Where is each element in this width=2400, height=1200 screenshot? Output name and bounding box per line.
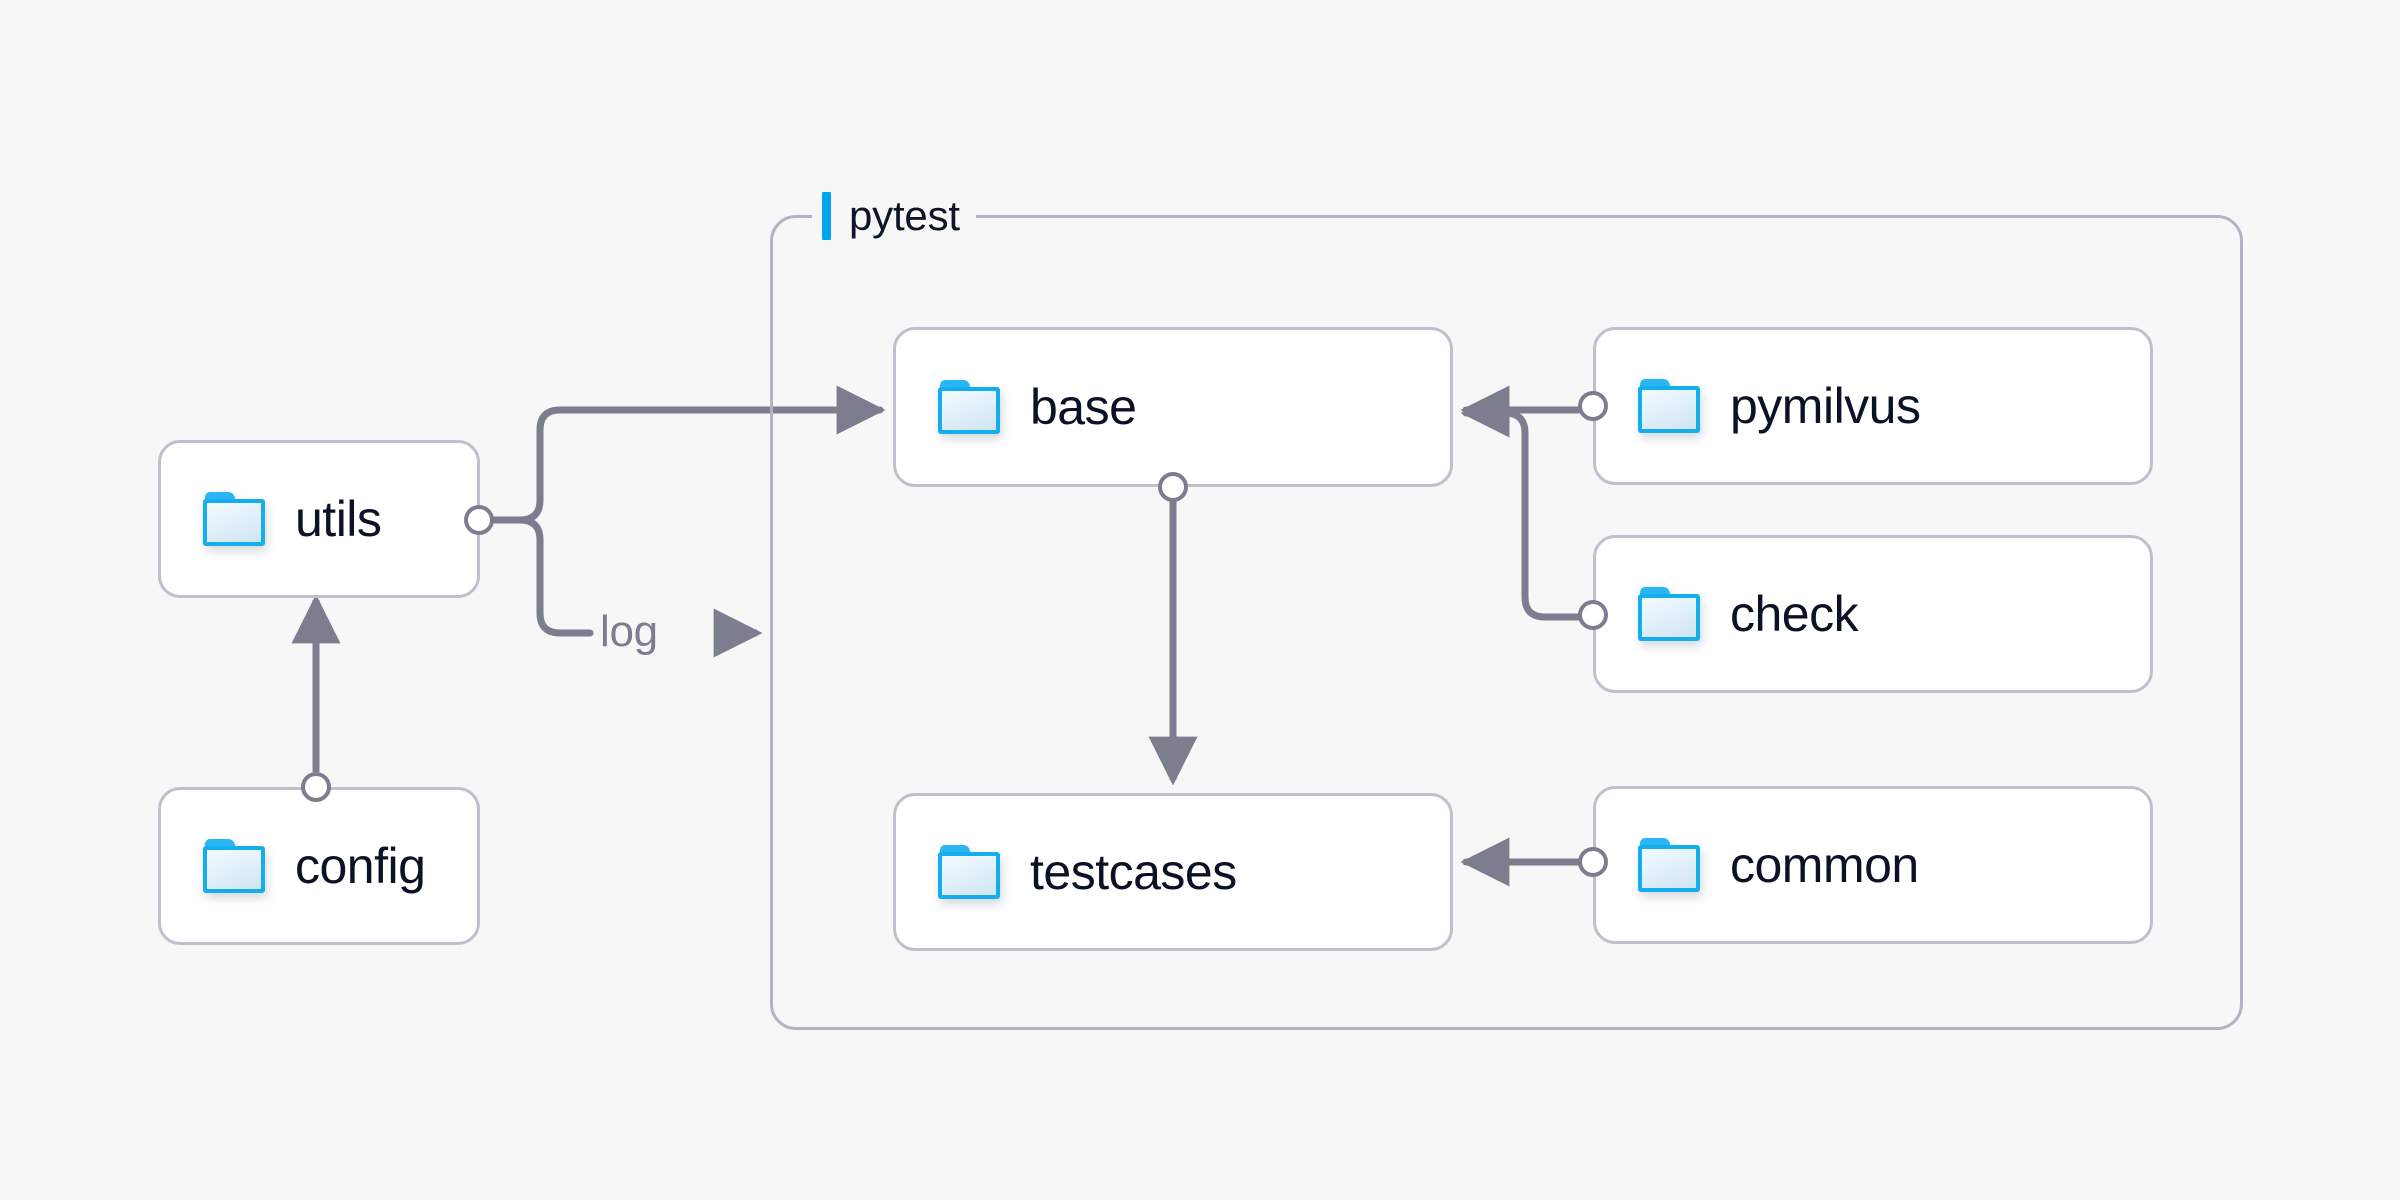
folder-body [1638, 594, 1700, 641]
folder-icon [938, 380, 1000, 434]
edge-utils-to-log [490, 516, 594, 637]
port-pymilvus-left[interactable] [1578, 391, 1608, 421]
port-check-left[interactable] [1578, 600, 1608, 630]
folder-body [938, 387, 1000, 434]
node-check[interactable]: check [1593, 535, 2153, 693]
node-config[interactable]: config [158, 787, 480, 945]
folder-icon [203, 839, 265, 893]
folder-body [203, 499, 265, 546]
node-base[interactable]: base [893, 327, 1453, 487]
group-accent-bar-icon [822, 192, 831, 240]
node-check-label: check [1730, 586, 1859, 642]
node-testcases[interactable]: testcases [893, 793, 1453, 951]
port-config-top[interactable] [301, 772, 331, 802]
node-common[interactable]: common [1593, 786, 2153, 944]
folder-icon [1638, 838, 1700, 892]
node-pymilvus[interactable]: pymilvus [1593, 327, 2153, 485]
node-config-label: config [295, 838, 426, 894]
node-utils[interactable]: utils [158, 440, 480, 598]
group-pytest[interactable] [770, 215, 2243, 1030]
port-base-bottom[interactable] [1158, 472, 1188, 502]
folder-body [1638, 845, 1700, 892]
group-pytest-label: pytest [812, 190, 976, 242]
port-common-left[interactable] [1578, 847, 1608, 877]
folder-icon [938, 845, 1000, 899]
folder-body [938, 852, 1000, 899]
port-utils-right[interactable] [464, 505, 494, 535]
folder-icon [1638, 587, 1700, 641]
node-base-label: base [1030, 379, 1137, 435]
group-pytest-label-text: pytest [849, 192, 960, 239]
node-utils-label: utils [295, 491, 382, 547]
folder-icon [1638, 379, 1700, 433]
node-testcases-label: testcases [1030, 844, 1237, 900]
node-pymilvus-label: pymilvus [1730, 378, 1921, 434]
node-common-label: common [1730, 837, 1919, 893]
edge-label-log: log [600, 607, 658, 656]
folder-icon [203, 492, 265, 546]
folder-body [1638, 386, 1700, 433]
folder-body [203, 846, 265, 893]
